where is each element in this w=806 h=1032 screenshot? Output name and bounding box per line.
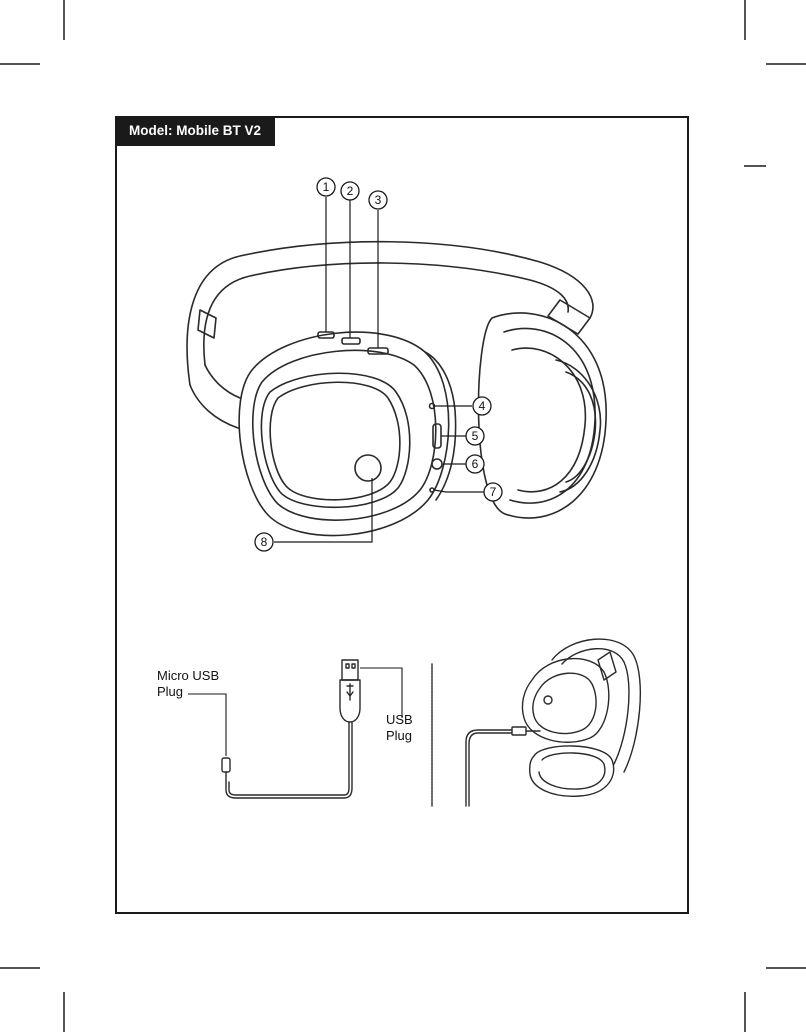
small-touch-circle — [544, 696, 552, 704]
charging-cable — [466, 730, 512, 806]
